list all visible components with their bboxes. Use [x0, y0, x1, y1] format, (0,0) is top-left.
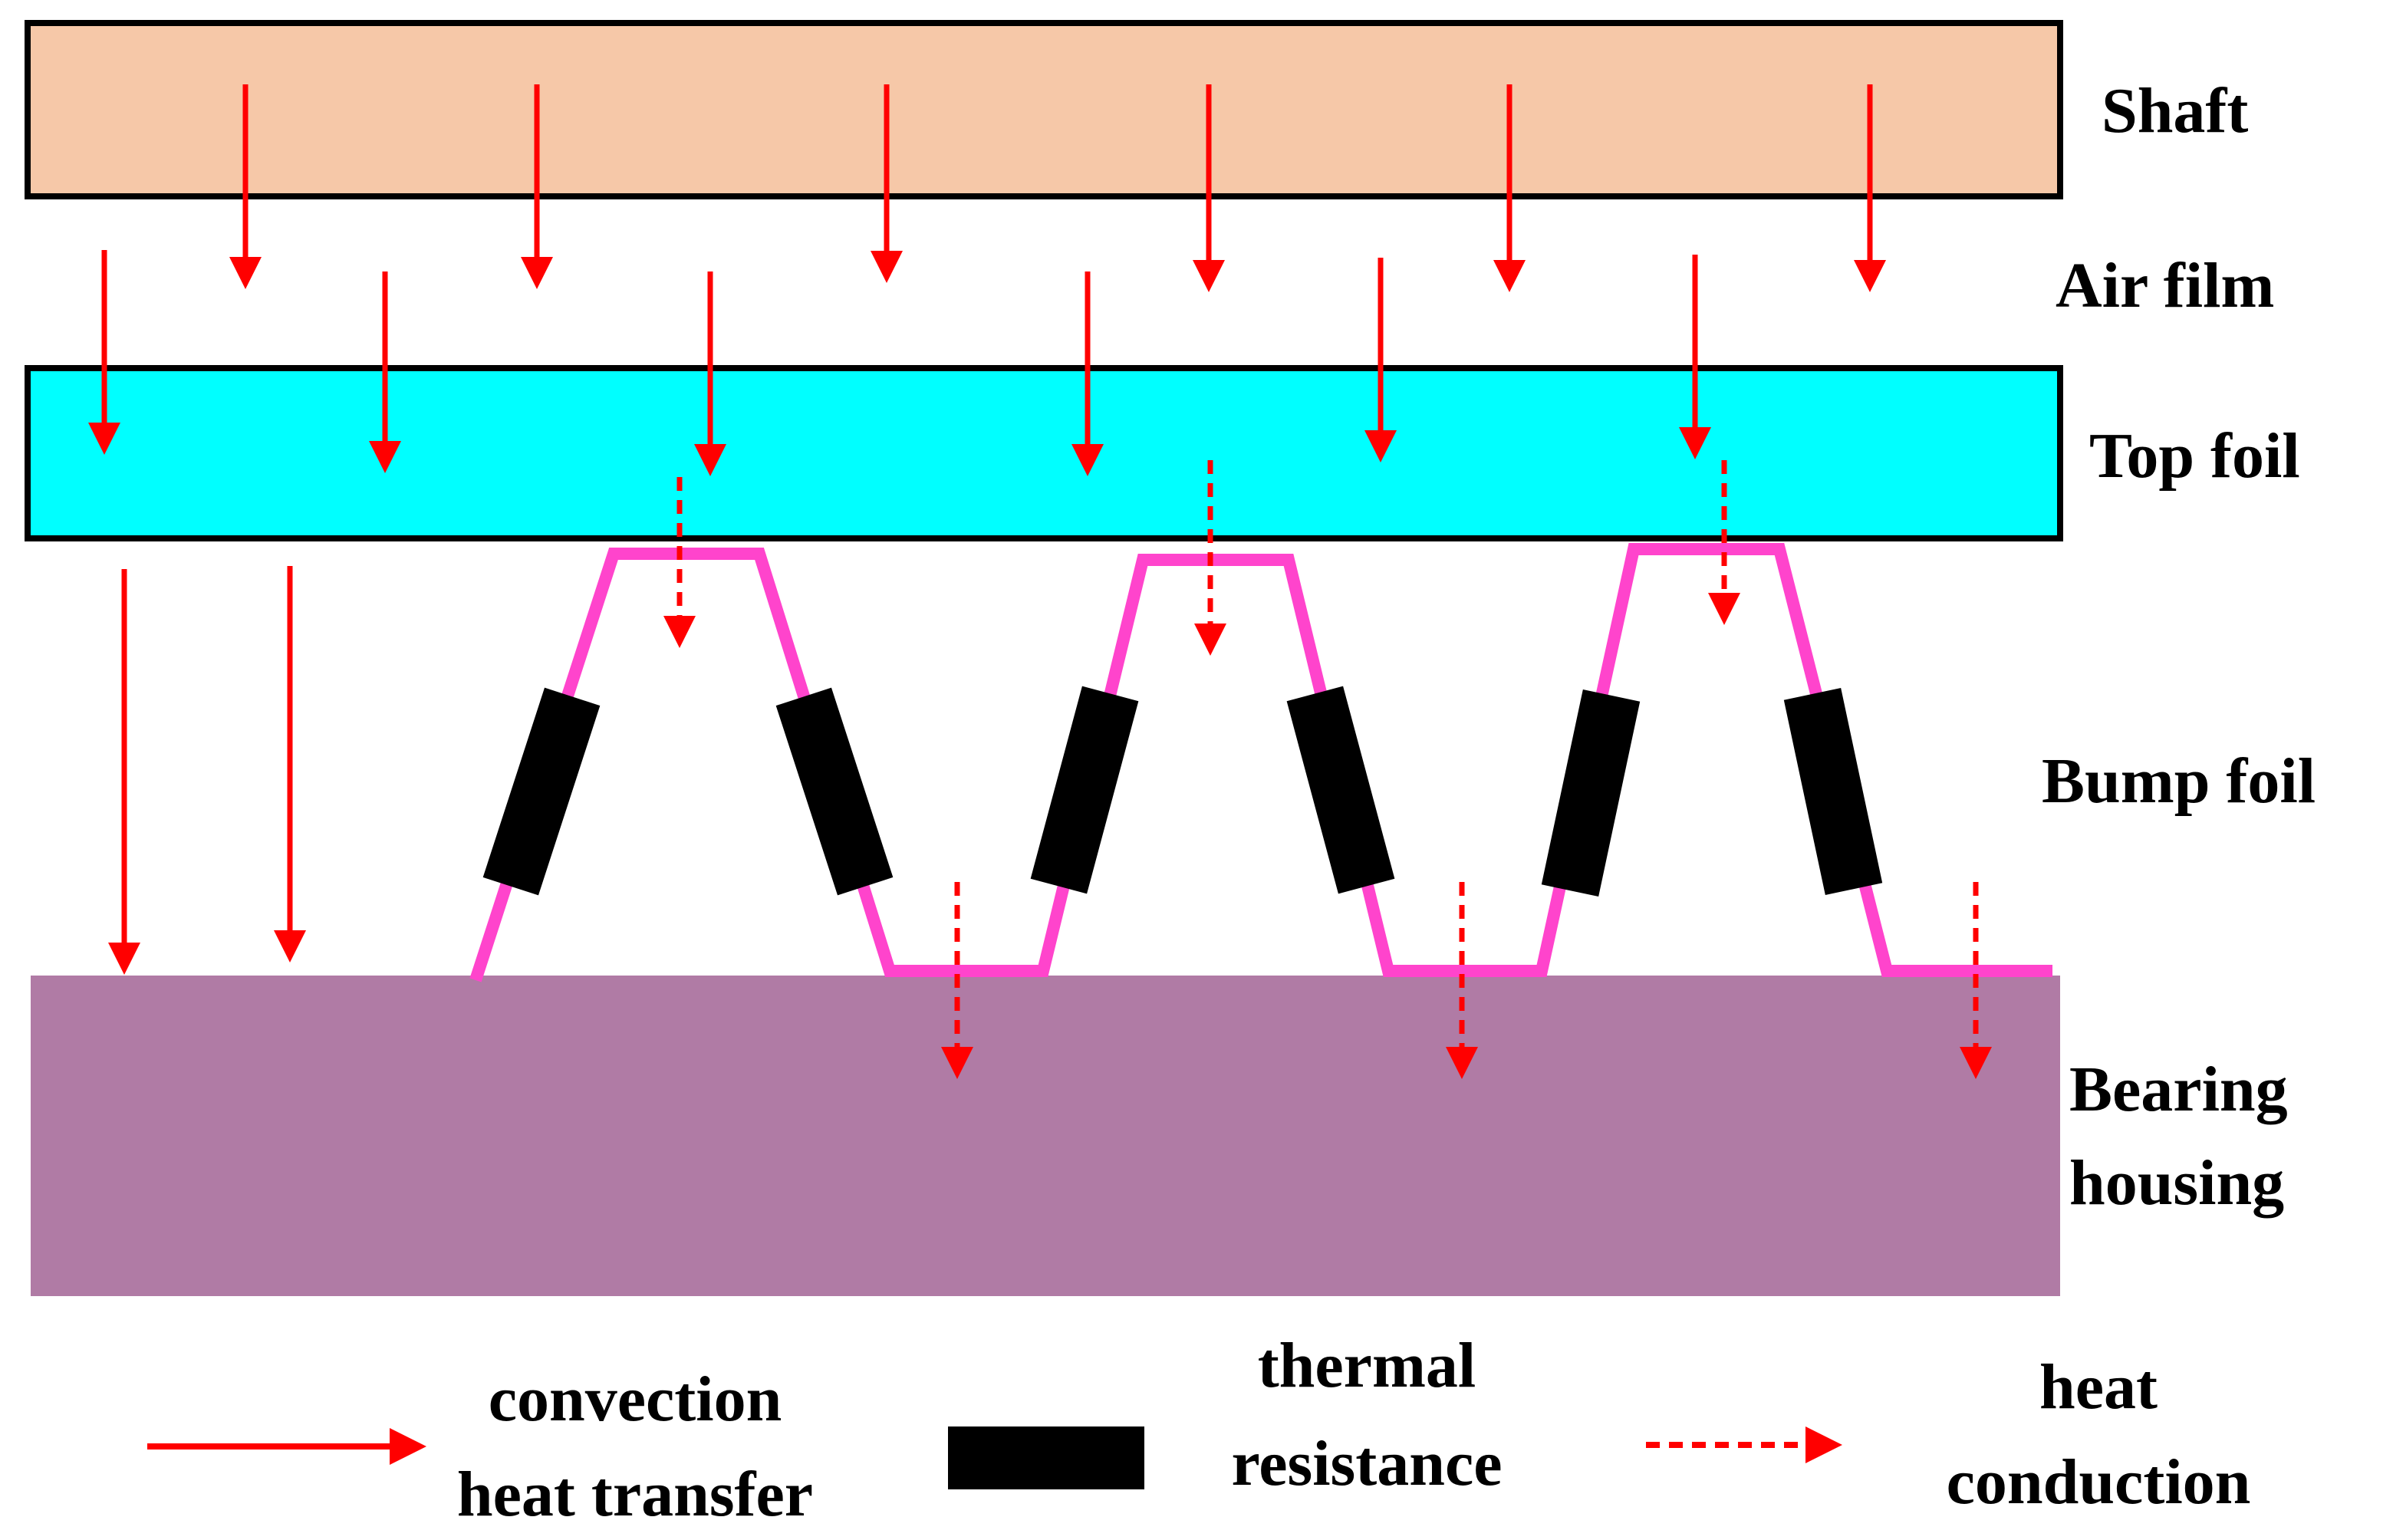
thermal-resistance-5 [1541, 689, 1641, 897]
shaft-label: Shaft [2102, 75, 2248, 146]
legend-convection-line1: convection [489, 1364, 782, 1435]
legend-conduction-line1: heat [2039, 1351, 2158, 1423]
thermal-resistances [482, 686, 1883, 897]
bearing-housing-label-line2: housing [2069, 1147, 2284, 1219]
legend-convection-line2: heat transfer [457, 1459, 813, 1530]
thermal-resistance-3 [1030, 686, 1139, 894]
convection-arrows [88, 84, 1886, 975]
legend-thermal-line2: resistance [1231, 1428, 1502, 1499]
bearing-housing-label-line1: Bearing [2069, 1054, 2288, 1125]
legend-conduction-line2: conduction [1947, 1446, 2251, 1518]
legend-thermal-resistance-swatch [948, 1426, 1144, 1489]
shaft [25, 20, 2063, 199]
thermal-resistance-2 [775, 687, 894, 896]
thermal-resistance-1 [482, 687, 601, 896]
thermal-resistance-4 [1286, 686, 1395, 894]
top-foil-label: Top foil [2089, 420, 2300, 492]
legend-thermal-line1: thermal [1258, 1330, 1476, 1401]
bump-foil [469, 543, 2052, 982]
air-film-label: Air film [2056, 250, 2274, 321]
bearing-housing [31, 976, 2060, 1296]
conduction-arrows [663, 460, 1992, 1079]
top-foil [25, 365, 2063, 541]
thermal-resistance-6 [1783, 687, 1883, 896]
bump-foil-label: Bump foil [2042, 745, 2316, 817]
